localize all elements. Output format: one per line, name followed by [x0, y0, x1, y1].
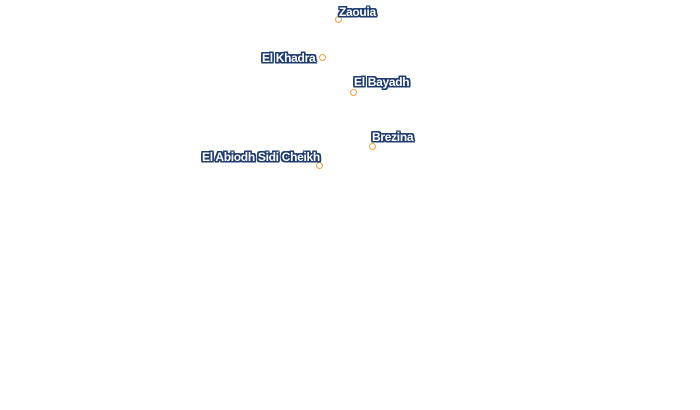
place-marker-el-bayadh[interactable] — [350, 89, 357, 96]
place-label-brezina: Brezina — [372, 130, 414, 144]
place-marker-el-khadra[interactable] — [319, 54, 326, 61]
place-marker-zaouia[interactable] — [335, 16, 342, 23]
place-label-el-khadra: El Khadra — [262, 51, 316, 65]
place-marker-brezina[interactable] — [369, 143, 376, 150]
place-marker-el-abiodh-sidi-cheikh[interactable] — [316, 162, 323, 169]
place-label-el-abiodh-sidi-cheikh: El Abiodh Sidi Cheikh — [202, 150, 320, 164]
place-label-zaouia: Zaouia — [339, 5, 376, 19]
place-label-el-bayadh: El Bayadh — [354, 75, 410, 89]
